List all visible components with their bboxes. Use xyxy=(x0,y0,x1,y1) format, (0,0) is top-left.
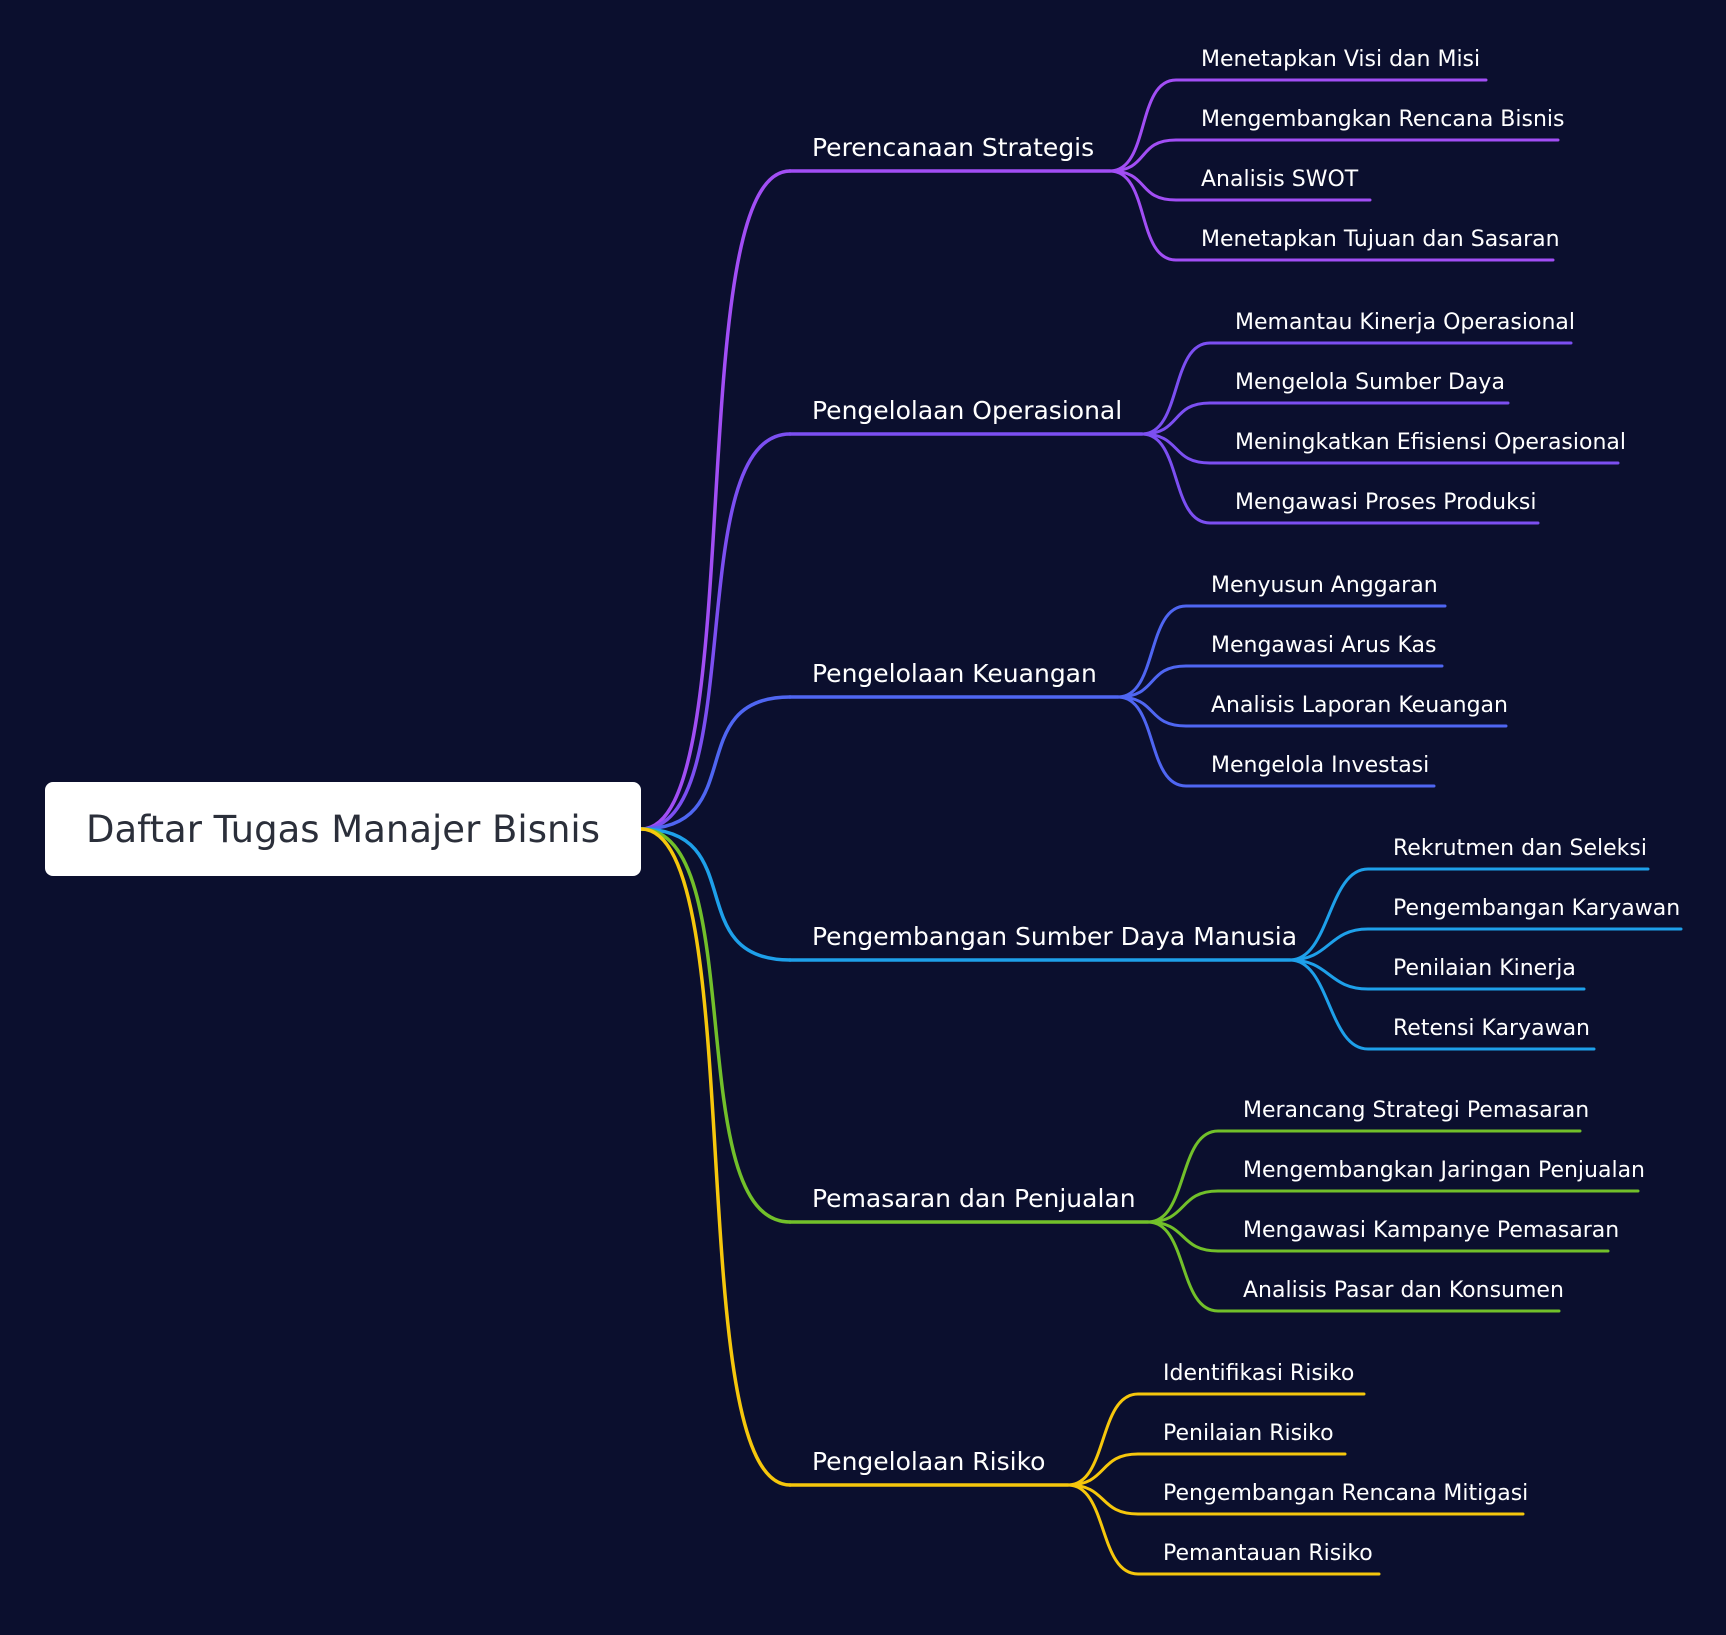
leaf-label[interactable]: Merancang Strategi Pemasaran xyxy=(1243,1098,1590,1123)
leaf-label[interactable]: Penilaian Kinerja xyxy=(1393,956,1576,981)
leaf-label[interactable]: Memantau Kinerja Operasional xyxy=(1235,310,1575,335)
leaf-label[interactable]: Mengelola Investasi xyxy=(1211,753,1430,778)
leaf-label[interactable]: Mengawasi Arus Kas xyxy=(1211,633,1437,658)
branch-connector xyxy=(639,432,792,831)
child-connector xyxy=(1108,78,1488,173)
leaf-label[interactable]: Analisis Pasar dan Konsumen xyxy=(1243,1278,1564,1303)
child-connector xyxy=(1066,1483,1525,1516)
leaf-label[interactable]: Mengembangkan Rencana Bisnis xyxy=(1201,107,1565,132)
child-connector xyxy=(1146,1129,1582,1224)
child-connector xyxy=(1140,432,1540,525)
leaf-label[interactable]: Penilaian Risiko xyxy=(1163,1421,1334,1446)
leaf-label[interactable]: Mengelola Sumber Daya xyxy=(1235,370,1505,395)
branch-label[interactable]: Pengelolaan Operasional xyxy=(812,396,1123,425)
child-connector xyxy=(1066,1483,1381,1576)
leaf-label[interactable]: Menetapkan Tujuan dan Sasaran xyxy=(1201,227,1560,252)
child-connector xyxy=(1066,1392,1366,1487)
child-connector xyxy=(1116,604,1447,699)
branch-connector xyxy=(639,827,792,1487)
child-connector xyxy=(1288,958,1586,991)
leaf-label[interactable]: Mengembangkan Jaringan Penjualan xyxy=(1243,1158,1646,1183)
branch-label[interactable]: Pemasaran dan Penjualan xyxy=(812,1184,1136,1213)
child-connector xyxy=(1108,169,1372,202)
branch-connector xyxy=(639,827,792,962)
branch-connector xyxy=(639,695,792,831)
child-connector xyxy=(1146,1220,1561,1313)
child-connector xyxy=(1140,401,1510,436)
branch-label[interactable]: Pengelolaan Risiko xyxy=(812,1447,1046,1476)
child-connector xyxy=(1288,927,1683,962)
child-connector xyxy=(1116,664,1444,699)
leaf-label[interactable]: Pengembangan Rencana Mitigasi xyxy=(1163,1481,1529,1506)
child-connector xyxy=(1066,1452,1347,1487)
child-connector xyxy=(1146,1220,1610,1253)
child-connector xyxy=(1288,867,1650,962)
root-label: Daftar Tugas Manajer Bisnis xyxy=(85,807,600,851)
child-connector xyxy=(1116,695,1508,728)
leaf-label[interactable]: Menyusun Anggaran xyxy=(1211,573,1438,598)
leaf-label[interactable]: Meningkatkan Efisiensi Operasional xyxy=(1235,430,1627,455)
child-connector xyxy=(1140,341,1573,436)
leaf-label[interactable]: Pemantauan Risiko xyxy=(1163,1541,1373,1566)
leaf-label[interactable]: Mengawasi Proses Produksi xyxy=(1235,490,1537,515)
branch-connector xyxy=(639,169,792,831)
branch-label[interactable]: Pengelolaan Keuangan xyxy=(812,659,1097,688)
child-connector xyxy=(1146,1189,1640,1224)
child-connector xyxy=(1288,958,1596,1051)
child-connector xyxy=(1116,695,1436,788)
leaf-label[interactable]: Menetapkan Visi dan Misi xyxy=(1201,47,1481,72)
leaf-label[interactable]: Identifikasi Risiko xyxy=(1163,1361,1355,1386)
leaf-label[interactable]: Retensi Karyawan xyxy=(1393,1016,1590,1041)
leaf-label[interactable]: Analisis SWOT xyxy=(1201,167,1359,192)
leaf-label[interactable]: Mengawasi Kampanye Pemasaran xyxy=(1243,1218,1620,1243)
child-connector xyxy=(1140,432,1620,465)
leaf-label[interactable]: Rekrutmen dan Seleksi xyxy=(1393,836,1647,861)
leaf-label[interactable]: Analisis Laporan Keuangan xyxy=(1211,693,1508,718)
child-connector xyxy=(1108,169,1555,262)
branch-label[interactable]: Pengembangan Sumber Daya Manusia xyxy=(812,922,1298,951)
child-connector xyxy=(1108,138,1560,173)
leaf-label[interactable]: Pengembangan Karyawan xyxy=(1393,896,1681,921)
branch-connector xyxy=(639,827,792,1224)
branch-label[interactable]: Perencanaan Strategis xyxy=(812,133,1095,162)
root-node[interactable]: Daftar Tugas Manajer Bisnis xyxy=(45,782,641,876)
